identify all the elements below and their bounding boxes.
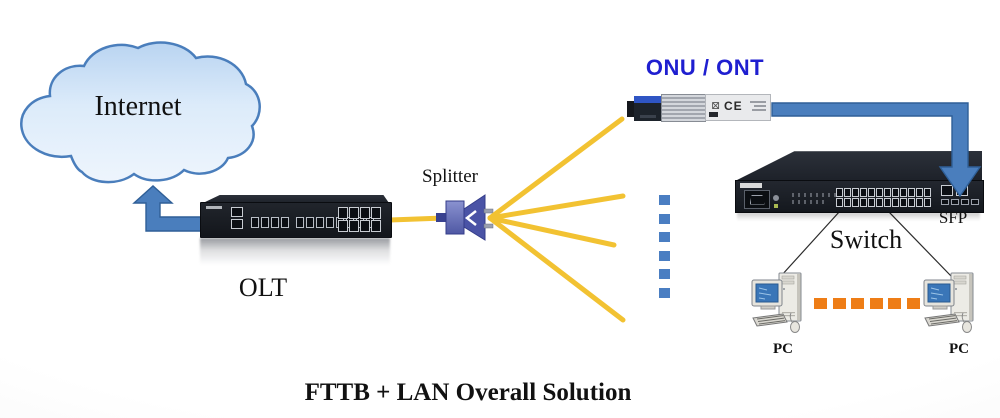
olt-label: OLT bbox=[238, 273, 288, 302]
pon-dash bbox=[659, 269, 670, 279]
olt-uplink-arrow bbox=[132, 185, 206, 232]
onu-connector-tab bbox=[627, 101, 635, 117]
label-text-line bbox=[754, 105, 766, 107]
fiber-olt-splitter bbox=[387, 215, 447, 223]
switch-pc-line-right bbox=[887, 210, 952, 277]
pc-left-label: PC bbox=[773, 341, 793, 357]
switch-label: Switch bbox=[829, 225, 903, 254]
onu-connector-notch bbox=[640, 115, 656, 118]
pc-left-icon bbox=[751, 272, 802, 333]
status-led bbox=[774, 204, 778, 208]
power-inlet bbox=[744, 190, 770, 209]
onu-sc-connector bbox=[634, 96, 662, 121]
pon-dash bbox=[659, 195, 670, 205]
switch-shadow bbox=[737, 212, 980, 221]
weee-icon: ⊠ bbox=[711, 100, 721, 112]
pon-dash bbox=[659, 232, 670, 242]
splitter-label: Splitter bbox=[422, 166, 478, 187]
internet-cloud bbox=[20, 41, 261, 184]
onu-module-label: ⊠ CE bbox=[705, 94, 771, 121]
power-button bbox=[773, 195, 779, 201]
fan-fiber-4 bbox=[487, 215, 626, 323]
lan-dash bbox=[851, 298, 864, 309]
onu-ont-label: ONU / ONT bbox=[645, 55, 765, 80]
lan-dash bbox=[888, 298, 901, 309]
pon-dash bbox=[659, 251, 670, 261]
fan-fiber-3 bbox=[487, 215, 617, 248]
label-text-line bbox=[752, 109, 766, 111]
label-text-line bbox=[750, 101, 766, 103]
onu-module-body bbox=[661, 94, 706, 122]
onu-blue-stripe bbox=[634, 96, 662, 103]
lan-dash bbox=[907, 298, 920, 309]
pon-dash bbox=[659, 214, 670, 224]
fan-fiber-1 bbox=[487, 116, 625, 221]
diagram-title: FTTB + LAN Overall Solution bbox=[304, 379, 632, 406]
ce-mark: CE bbox=[724, 99, 743, 113]
splitter-icon bbox=[436, 194, 494, 241]
olt-brand-mark bbox=[206, 206, 222, 209]
pon-dash bbox=[659, 288, 670, 298]
switch-sticker bbox=[740, 183, 762, 188]
led-panel bbox=[792, 200, 828, 204]
switch-pc-line-left bbox=[780, 210, 841, 277]
fan-fiber-2 bbox=[487, 193, 626, 221]
olt-mgmt-ports bbox=[231, 207, 243, 229]
lan-dash bbox=[814, 298, 827, 309]
olt-top-face bbox=[203, 195, 389, 203]
olt-reflection bbox=[200, 238, 390, 265]
internet-label: Internet bbox=[94, 91, 182, 122]
sfp-label: SFP bbox=[938, 208, 968, 227]
olt-sfp-slots-a bbox=[251, 217, 289, 228]
pc-right-label: PC bbox=[949, 341, 969, 357]
olt-device bbox=[200, 202, 392, 238]
label-barcode bbox=[709, 112, 718, 117]
olt-rj45-ports bbox=[338, 207, 381, 232]
lan-dash bbox=[833, 298, 846, 309]
pc-right-icon bbox=[923, 272, 974, 333]
lan-dash bbox=[870, 298, 883, 309]
sfp-slots bbox=[941, 199, 979, 205]
